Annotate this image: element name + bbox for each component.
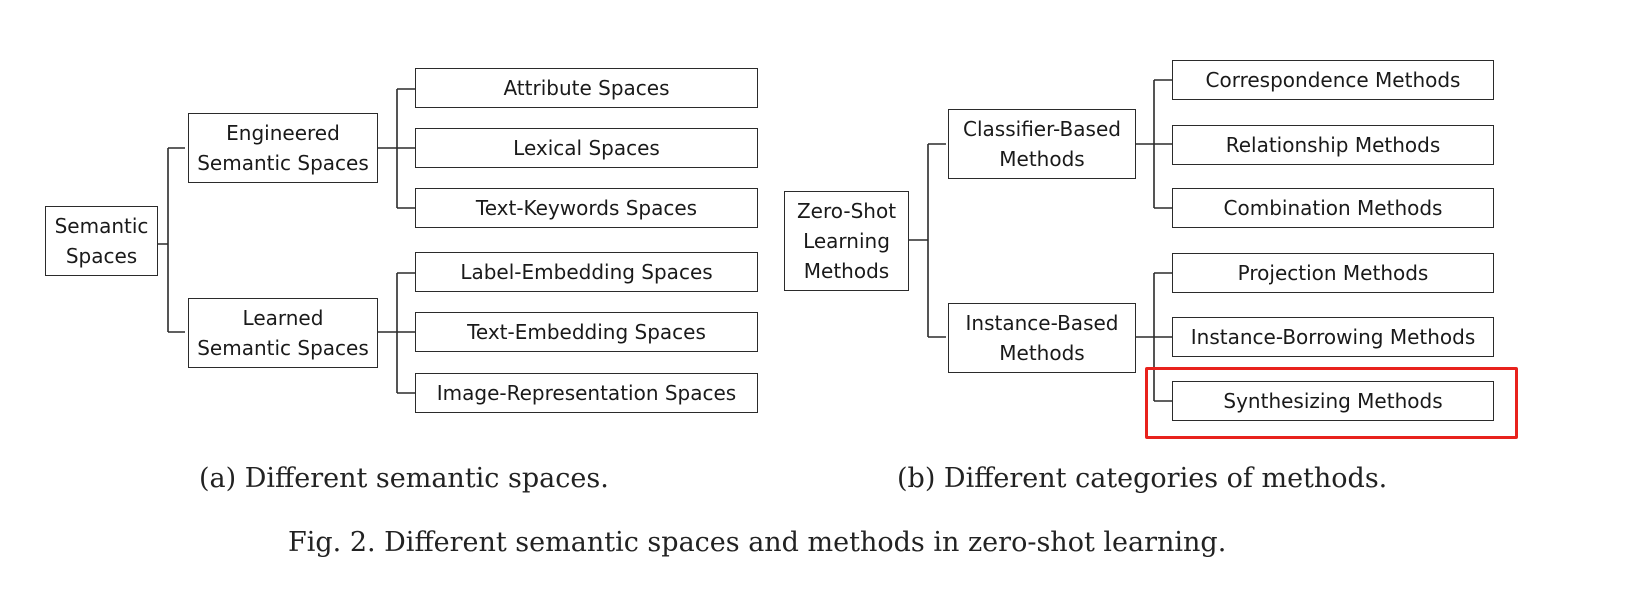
node-projection-methods: Projection Methods [1172, 253, 1494, 293]
node-combination-methods: Combination Methods [1172, 188, 1494, 228]
node-text-embedding-spaces: Text-Embedding Spaces [415, 312, 758, 352]
node-classifier-based-methods: Classifier-Based Methods [948, 109, 1136, 179]
figure-caption: Fig. 2. Different semantic spaces and me… [288, 527, 1227, 558]
caption-a: (a) Different semantic spaces. [199, 463, 609, 494]
node-relationship-methods: Relationship Methods [1172, 125, 1494, 165]
node-instance-borrowing-methods: Instance-Borrowing Methods [1172, 317, 1494, 357]
node-engineered-semantic-spaces: Engineered Semantic Spaces [188, 113, 378, 183]
highlight-box [1145, 367, 1518, 439]
node-attribute-spaces: Attribute Spaces [415, 68, 758, 108]
node-zero-shot-learning-methods: Zero-Shot Learning Methods [784, 191, 909, 291]
node-correspondence-methods: Correspondence Methods [1172, 60, 1494, 100]
node-lexical-spaces: Lexical Spaces [415, 128, 758, 168]
node-synthesizing-methods: Synthesizing Methods [1172, 381, 1494, 421]
caption-b: (b) Different categories of methods. [897, 463, 1388, 494]
node-label-embedding-spaces: Label-Embedding Spaces [415, 252, 758, 292]
node-instance-based-methods: Instance-Based Methods [948, 303, 1136, 373]
node-text-keywords-spaces: Text-Keywords Spaces [415, 188, 758, 228]
node-semantic-spaces: Semantic Spaces [45, 206, 158, 276]
node-learned-semantic-spaces: Learned Semantic Spaces [188, 298, 378, 368]
node-image-representation-spaces: Image-Representation Spaces [415, 373, 758, 413]
